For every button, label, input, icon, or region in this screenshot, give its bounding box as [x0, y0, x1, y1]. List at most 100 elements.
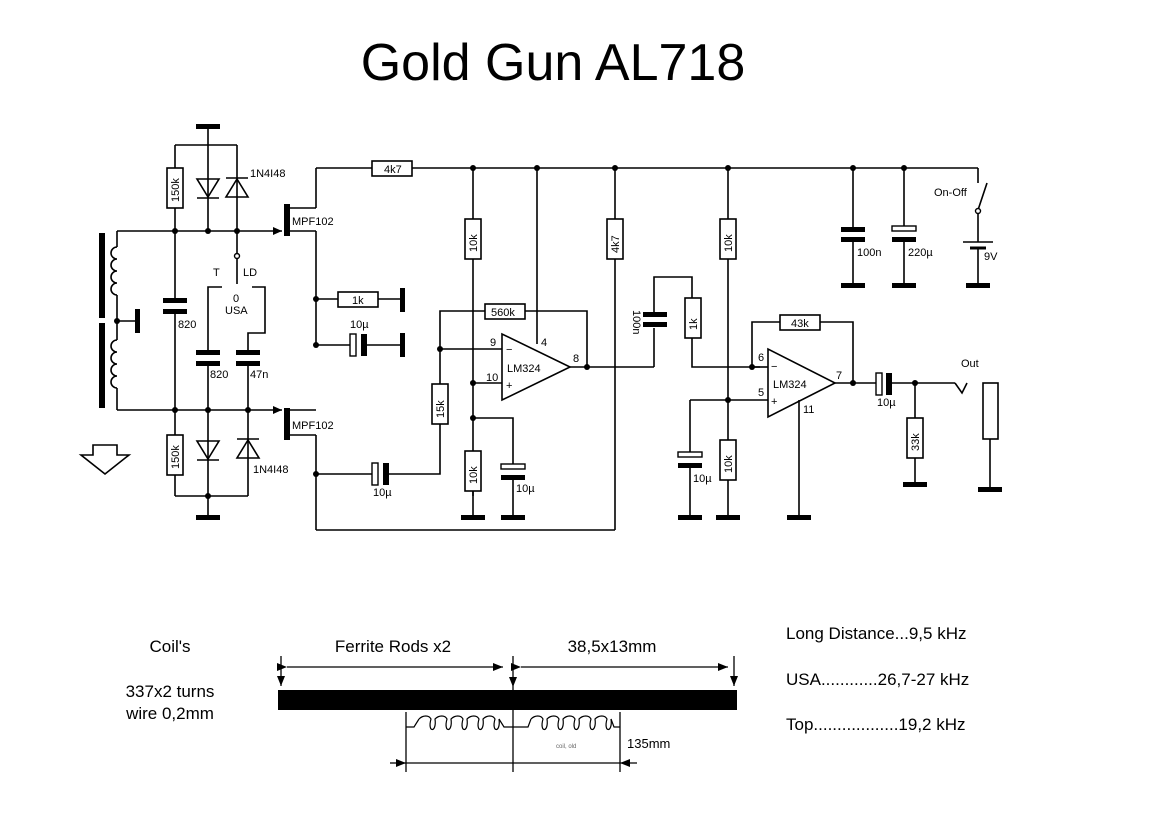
label-r-43k: 43k: [791, 318, 809, 330]
label-wire: wire 0,2mm: [125, 704, 214, 723]
label-c-10u-left: 10µ: [350, 319, 369, 331]
opamp-2: [767, 347, 837, 419]
schematic-element: [966, 283, 990, 288]
label-c-10u-c: 10µ: [693, 473, 712, 485]
junction-dot: [850, 380, 856, 386]
schematic-element: [841, 237, 865, 242]
label-opamp1: LM324: [507, 363, 541, 375]
label-r-1k-mid: 1k: [688, 318, 700, 330]
label-r-15k: 15k: [435, 400, 447, 418]
label-r-10k-c: 10k: [723, 234, 735, 252]
schematic-element: [875, 372, 883, 396]
wire: [653, 276, 693, 312]
junction-dot: [233, 252, 241, 260]
schematic-element: [903, 482, 927, 487]
label-r-10k-a: 10k: [468, 234, 480, 252]
junction-dot: [974, 207, 982, 215]
label-diode-bottom: 1N4I48: [253, 464, 288, 476]
schematic-element: [383, 463, 389, 485]
wire: [691, 338, 760, 368]
supply-rail: 4k7 100n 220µ On-Off 9V: [371, 160, 998, 288]
page-title: Gold Gun AL718: [361, 34, 746, 92]
output-label: Out: [961, 358, 979, 370]
diode-icon: [195, 178, 221, 199]
label-c-820-mid: 820: [210, 369, 228, 381]
label-opamp2-pin-inv: 6: [758, 352, 764, 364]
schematic-element: +: [771, 396, 777, 408]
schematic-element: +: [506, 380, 512, 392]
label-opamp1-pin-vcc: 4: [541, 337, 547, 349]
schematic-element: [643, 312, 667, 317]
label-c-10u-out: 10µ: [877, 397, 896, 409]
schematic-element: [500, 463, 526, 470]
coil-specs: Coil's 337x2 turns wire 0,2mm Ferrite Ro…: [125, 637, 738, 772]
schematic-element: [787, 515, 811, 520]
junction-dot: [205, 228, 211, 234]
label-jfet-bottom: MPF102: [292, 420, 334, 432]
schematic-element: [196, 361, 220, 366]
opamp-1: [501, 332, 572, 402]
frequency-item: USA............26,7-27 kHz: [786, 670, 969, 689]
opamp-stage-2: 100n 1k 10k LM324 − + 6 5 7 11 43k: [630, 168, 1002, 520]
label-c-100n-supply: 100n: [857, 247, 881, 259]
schematic-element: [196, 515, 220, 520]
wire: [525, 310, 588, 367]
coil-icon: [530, 715, 612, 731]
arrow-down-icon: [78, 444, 132, 476]
schematic-element: [678, 515, 702, 520]
schematic-element: [400, 288, 405, 312]
wire: [384, 424, 441, 475]
label-diode-top: 1N4I48: [250, 168, 285, 180]
label-switch-T: T: [213, 267, 220, 279]
wire: [247, 286, 266, 350]
label-switch-0: 0: [233, 293, 239, 305]
input-stage: 150k 1N4I48 MPF102 T LD 0 USA: [78, 124, 372, 530]
schematic-element: [501, 475, 525, 480]
wire: [751, 321, 780, 367]
frequency-item: Top..................19,2 kHz: [786, 715, 966, 734]
schematic-element: [978, 487, 1002, 492]
label-r-10k-d: 10k: [723, 455, 735, 473]
wire: [954, 382, 968, 395]
label-r-33k: 33k: [910, 433, 922, 451]
schematic-element: [678, 463, 702, 468]
wire: [498, 718, 532, 728]
label-opamp1-pin-out: 8: [573, 353, 579, 365]
schematic-element: [400, 333, 405, 357]
label-switch-USA: USA: [225, 305, 248, 317]
schematic-element: [135, 309, 140, 333]
frequency-list: Long Distance...9,5 kHz USA............2…: [786, 624, 969, 734]
label-150k-top: 150k: [170, 178, 182, 202]
schematic-element: [461, 515, 485, 520]
wire: [406, 718, 420, 728]
diode-icon: [235, 438, 261, 459]
label-opamp2-pin-gnd: 11: [803, 404, 814, 416]
label-r-4k7-v: 4k7: [610, 235, 622, 253]
schematic-element: [236, 361, 260, 366]
coil-icon: [110, 339, 118, 389]
ground-symbol: [196, 124, 220, 129]
schematic-element: [501, 515, 525, 520]
schematic-element: [163, 298, 187, 303]
schematic-element: [841, 227, 865, 232]
schematic-element: −: [506, 344, 512, 356]
label-opamp1-pin-noninv: 10: [486, 372, 498, 384]
ferrite-rod: [278, 690, 737, 710]
label-coil-length: 135mm: [627, 736, 670, 751]
output-jack: [982, 382, 999, 440]
schematic-element: [891, 225, 917, 232]
frequency-item: Long Distance...9,5 kHz: [786, 624, 966, 643]
wire: [473, 417, 514, 465]
wire: [977, 182, 988, 211]
label-r-1k-left: 1k: [352, 295, 364, 307]
label-opamp2-pin-noninv: 5: [758, 387, 764, 399]
diode-icon: [224, 177, 250, 198]
schematic-element: [196, 350, 220, 355]
label-c-10u-coupling: 10µ: [373, 487, 392, 499]
opamp-stage-1: 1k 10µ 10k LM324 − + 9 10 8 4 560: [313, 168, 654, 531]
label-c-820-left: 820: [178, 319, 196, 331]
coil-icon: [418, 715, 500, 731]
label-jfet-top: MPF102: [292, 216, 334, 228]
label-r-4k7-top: 4k7: [384, 164, 402, 176]
